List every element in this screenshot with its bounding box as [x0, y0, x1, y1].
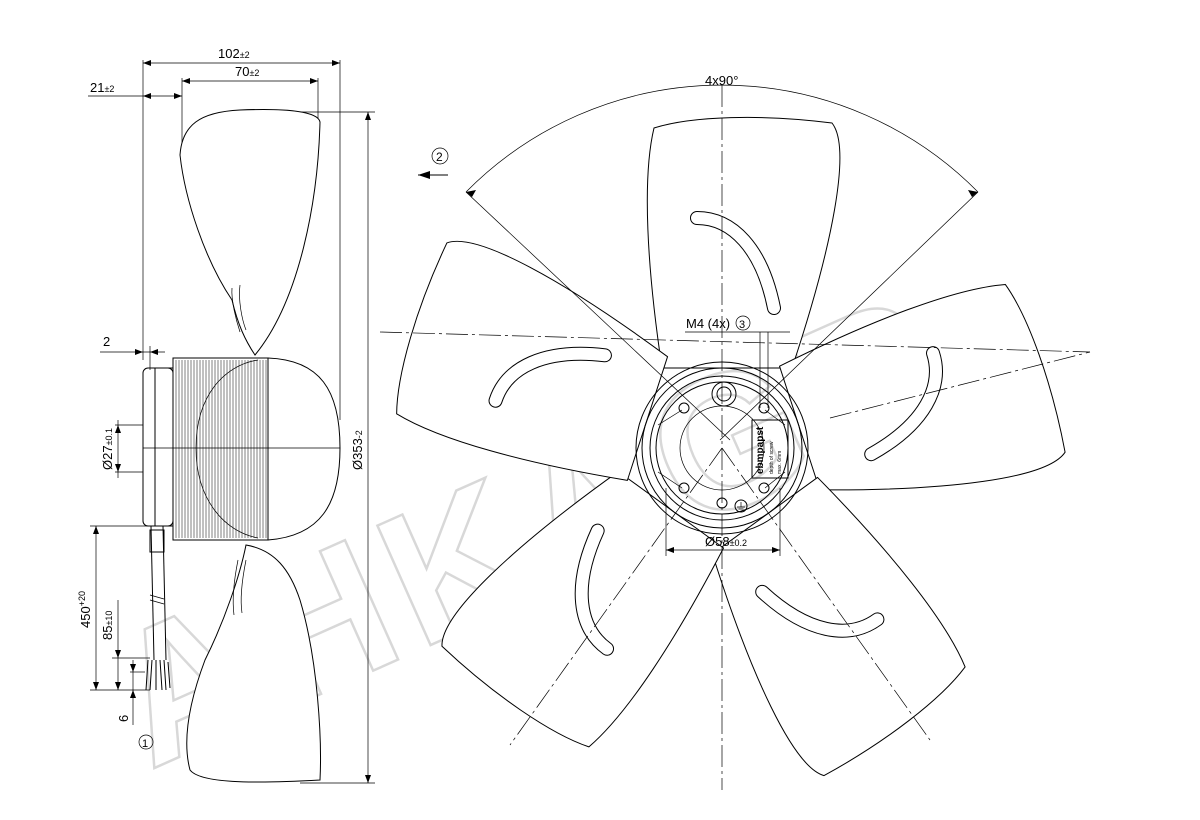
motor-body	[172, 357, 269, 541]
dim-front-offset: 21±2	[88, 80, 182, 99]
svg-text:102±2: 102±2	[218, 46, 250, 61]
dim-wire-end: 6	[116, 660, 145, 725]
fan-blade	[396, 240, 669, 481]
svg-text:4x90°: 4x90°	[705, 73, 738, 88]
svg-text:1: 1	[142, 738, 148, 750]
svg-text:2: 2	[436, 150, 443, 164]
side-blade-lower	[186, 544, 321, 783]
front-blades	[396, 116, 1066, 777]
svg-text:2: 2	[103, 334, 110, 349]
brand-label: ebmpapst	[755, 426, 766, 474]
side-view: 102±2 70±2 21±2 2 Ø27±0.1 Ø35	[77, 46, 375, 784]
balance-hole	[711, 381, 737, 407]
airflow-indicator: 2	[418, 147, 449, 179]
svg-text:21±2: 21±2	[90, 80, 114, 95]
fan-blade	[778, 283, 1066, 491]
svg-text:3: 3	[739, 319, 745, 331]
front-view: 2 4x90°	[379, 73, 1091, 790]
thread-hole	[758, 402, 770, 414]
svg-text:70±2: 70±2	[235, 64, 259, 79]
cable	[145, 525, 171, 691]
svg-text:450+20: 450+20	[77, 591, 93, 628]
dim-fan-diameter: Ø353-2	[350, 112, 371, 783]
fan-blade	[441, 470, 725, 748]
callout-cable: 1	[138, 734, 154, 750]
fan-blade	[646, 116, 841, 369]
motor-flange	[142, 367, 174, 527]
svg-text:Ø353-2: Ø353-2	[350, 430, 365, 470]
label-plate: ebmpapst depth of screw max. 6mm	[751, 419, 789, 479]
dim-flange-gap: 2	[100, 334, 165, 370]
thread-hole	[678, 482, 690, 494]
dim-overall-depth: 102±2	[143, 46, 340, 66]
dim-cable-length: 450+20	[77, 525, 150, 691]
dim-hub-diameter: Ø58±0.2	[665, 488, 781, 556]
svg-text:6: 6	[116, 715, 131, 722]
dim-strip-length: 85±10	[100, 600, 150, 690]
svg-text:85±10: 85±10	[100, 611, 115, 640]
side-blade-upper	[179, 109, 321, 356]
dim-blade-angle: 4x90°	[465, 73, 979, 441]
svg-text:Ø58±0.2: Ø58±0.2	[705, 534, 747, 549]
svg-text:M4 (4x): M4 (4x)	[686, 316, 730, 331]
dim-shaft-diameter: Ø27±0.1	[100, 420, 143, 478]
ground-symbol	[734, 499, 748, 513]
thread-hole	[678, 402, 690, 414]
svg-text:Ø27±0.1: Ø27±0.1	[100, 428, 115, 470]
svg-text:depth of screw: depth of screw	[769, 441, 775, 474]
thread-hole	[758, 482, 770, 494]
svg-text:max. 6mm: max. 6mm	[777, 451, 783, 474]
thread-callout: M4 (4x) 3	[685, 315, 790, 408]
dim-blade-depth: 70±2	[182, 64, 318, 84]
motor-fins	[175, 360, 267, 538]
hub	[635, 361, 809, 535]
